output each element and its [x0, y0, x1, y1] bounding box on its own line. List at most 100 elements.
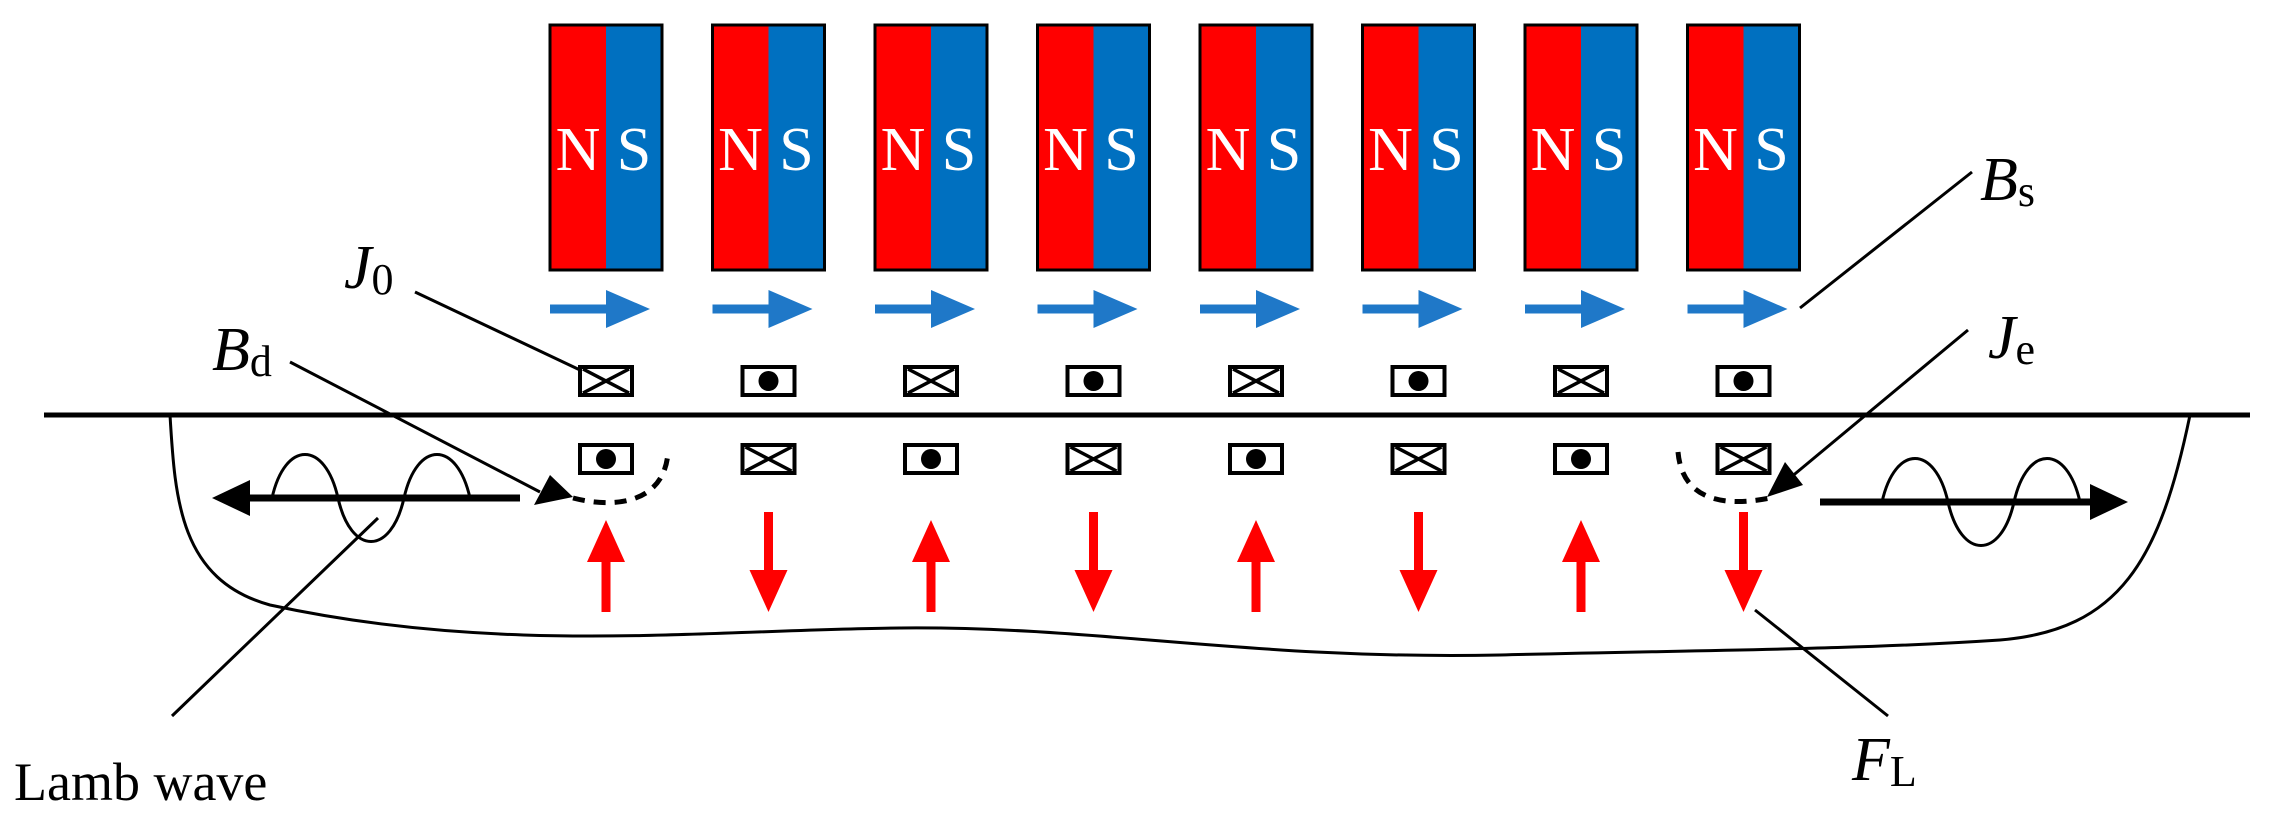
magnet-outline [1198, 23, 1314, 272]
coil-current-into-page [903, 365, 959, 397]
magnet-north-label: N [1693, 116, 1738, 184]
magnet-north-pole [1037, 25, 1094, 270]
lorentz-force-arrows [587, 512, 1763, 612]
bs-leader-line [1799, 170, 1973, 310]
magnet-outline [1361, 23, 1476, 272]
je-leader-line [1789, 328, 1969, 480]
magnet-north-label: N [1043, 116, 1088, 184]
coil-current-into-page [1715, 443, 1772, 475]
force-arrow-down [1724, 512, 1763, 612]
magnet-south-label: S [1429, 116, 1463, 184]
magnet-outline [1036, 23, 1151, 272]
force-arrow-up [912, 520, 950, 612]
magnet-north-pole [1200, 25, 1256, 270]
force-arrow-up [1562, 520, 1600, 612]
magnet-south-pole [1743, 25, 1800, 270]
magnet-south-label: S [1267, 116, 1301, 184]
static-field-arrow [1362, 290, 1463, 328]
magnet-south-label: S [942, 116, 976, 184]
coil-current-into-page [1553, 365, 1609, 397]
j0-leader-line [414, 290, 581, 372]
magnet-north-pole [712, 25, 769, 270]
magnet-north-label: N [1368, 116, 1413, 184]
magnet-outline [873, 23, 989, 272]
bd-arrowhead [534, 475, 573, 505]
bd-leader-line [289, 360, 541, 494]
magnet-south-label: S [617, 116, 651, 184]
magnet-south-pole [1581, 25, 1637, 270]
magnet-outline [1686, 23, 1801, 272]
coil-current-out-of-page [1715, 365, 1772, 397]
coil-row-top [578, 365, 1772, 397]
static-field-arrow [550, 290, 650, 328]
magnet-north-label: N [1206, 116, 1251, 184]
coil-current-into-page [578, 365, 634, 397]
magnet-north-label: N [1531, 116, 1576, 184]
je-arrowhead [1767, 462, 1803, 497]
magnet-north-pole [1687, 25, 1744, 270]
static-field-arrow [1200, 290, 1300, 328]
coil-current-out-of-page [1228, 443, 1284, 475]
magnet-outline [1523, 23, 1639, 272]
coil-current-out-of-page [578, 443, 634, 475]
magnet-south-pole [606, 25, 662, 270]
static-field-arrow [1525, 290, 1625, 328]
coil-row-bottom [578, 443, 1772, 475]
lamb-wave-leader-line [170, 516, 380, 718]
static-field-arrow [1037, 290, 1138, 328]
static-field-arrow [1687, 290, 1788, 328]
plate-outline [168, 414, 2192, 657]
magnet-south-pole [1418, 25, 1475, 270]
static-field-arrow [712, 290, 813, 328]
fl-leader-line [1754, 608, 1889, 718]
magnet-north-label: N [556, 116, 601, 184]
coil-current-into-page [1065, 443, 1122, 475]
magnet-north-label: N [718, 116, 763, 184]
coil-current-out-of-page [1390, 365, 1447, 397]
label-fl: FL [1851, 726, 1917, 796]
magnet-south-pole [1093, 25, 1150, 270]
force-arrow-up [587, 520, 625, 612]
magnet-outline [711, 23, 826, 272]
magnet-north-label: N [881, 116, 926, 184]
static-field-arrow [875, 290, 975, 328]
label-bd: Bd [212, 316, 272, 386]
magnet-outline [548, 23, 664, 272]
magnet-south-label: S [779, 116, 813, 184]
coil-current-out-of-page [1553, 443, 1609, 475]
coil-current-into-page [740, 443, 797, 475]
lamb-wave-right [1820, 457, 2128, 547]
coil-current-out-of-page [1065, 365, 1122, 397]
label-j0: J0 [344, 234, 394, 304]
magnet-south-pole [1256, 25, 1312, 270]
force-arrow-down [749, 512, 788, 612]
magnet-south-label: S [1104, 116, 1138, 184]
lamb-wave-left [212, 453, 520, 543]
coil-current-into-page [1228, 365, 1284, 397]
magnet-north-pole [875, 25, 931, 270]
magnet-south-pole [931, 25, 987, 270]
magnet-north-pole [550, 25, 606, 270]
magnet-south-label: S [1754, 116, 1788, 184]
magnet-north-pole [1525, 25, 1581, 270]
magnet-south-label: S [1592, 116, 1626, 184]
coil-current-out-of-page [903, 443, 959, 475]
static-field-arrows [550, 290, 1788, 328]
force-arrow-down [1399, 512, 1438, 612]
magnet-north-pole [1362, 25, 1419, 270]
magnet-south-pole [768, 25, 825, 270]
coil-current-out-of-page [740, 365, 797, 397]
label-lamb-wave: Lamb wave [14, 752, 267, 812]
label-je: Je [1988, 304, 2035, 374]
coil-current-into-page [1390, 443, 1447, 475]
label-bs: Bs [1980, 146, 2035, 216]
